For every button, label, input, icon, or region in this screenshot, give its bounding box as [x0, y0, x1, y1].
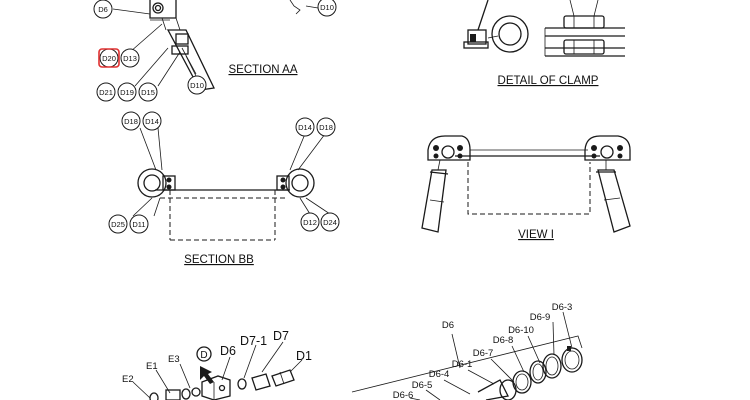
detail-of-clamp-title: DETAIL OF CLAMP — [498, 75, 599, 87]
section-bb-drawing — [132, 127, 331, 241]
detail-d-marker: D — [200, 350, 207, 361]
label-d6-left: D6 — [220, 344, 236, 358]
callout-d24: D24 — [320, 212, 340, 232]
svg-text:D10: D10 — [320, 3, 334, 12]
callout-d20-highlighted[interactable]: D20 — [98, 48, 120, 68]
section-bb-title: SECTION BB — [184, 254, 254, 266]
label-d1: D1 — [296, 349, 312, 363]
view-i-title: VIEW I — [518, 229, 554, 241]
callout-d10-bottom: D10 — [187, 75, 207, 95]
label-d6-1: D6-1 — [452, 359, 473, 370]
label-d6-10: D6-10 — [508, 325, 534, 336]
svg-text:D25: D25 — [111, 220, 125, 229]
svg-text:D19: D19 — [120, 88, 134, 97]
callout-d11: D11 — [129, 214, 149, 234]
clamp-detail-drawing — [463, 0, 625, 57]
view-i-drawing — [421, 135, 631, 233]
svg-text:D18: D18 — [124, 117, 138, 126]
svg-text:D12: D12 — [303, 218, 317, 227]
label-d6-4: D6-4 — [429, 369, 450, 380]
callout-d13: D13 — [120, 48, 140, 68]
svg-text:D14: D14 — [145, 117, 159, 126]
exploded-view-right — [351, 311, 583, 400]
callout-d21: D21 — [96, 82, 116, 102]
label-d6-right: D6 — [442, 320, 454, 331]
svg-text:D11: D11 — [132, 220, 145, 229]
label-e1: E1 — [146, 361, 158, 372]
svg-text:D10: D10 — [190, 81, 204, 90]
svg-text:D15: D15 — [141, 88, 155, 97]
callout-d14-bb-left: D14 — [142, 111, 162, 131]
callout-d25: D25 — [108, 214, 128, 234]
callout-d15: D15 — [138, 82, 158, 102]
label-e2: E2 — [122, 374, 134, 385]
label-d7: D7 — [273, 329, 289, 343]
callout-d6: D6 — [93, 0, 113, 19]
callout-d18-bb-right: D18 — [316, 117, 336, 137]
svg-text:D13: D13 — [123, 54, 137, 63]
svg-text:D14: D14 — [298, 123, 312, 132]
exploded-view-left: D — [132, 341, 303, 400]
label-d6-7: D6-7 — [473, 348, 494, 359]
callout-d19: D19 — [117, 82, 137, 102]
section-aa-drawing — [112, 0, 319, 91]
svg-text:D24: D24 — [323, 218, 337, 227]
callout-d12: D12 — [300, 212, 320, 232]
label-d6-9: D6-9 — [530, 312, 551, 323]
callout-d10-top: D10 — [317, 0, 337, 17]
label-d6-8: D6-8 — [493, 335, 514, 346]
label-d6-6: D6-6 — [393, 390, 414, 400]
callout-d14-bb-right: D14 — [295, 117, 315, 137]
label-d7-1: D7-1 — [240, 334, 267, 348]
svg-text:D6: D6 — [98, 5, 108, 14]
svg-text:D21: D21 — [99, 88, 113, 97]
label-e3: E3 — [168, 354, 180, 365]
svg-text:D18: D18 — [319, 123, 333, 132]
label-d6-5: D6-5 — [412, 380, 433, 391]
svg-text:D20: D20 — [102, 54, 116, 63]
callout-d18-bb-left: D18 — [121, 111, 141, 131]
section-aa-title: SECTION AA — [228, 64, 297, 76]
label-d6-3: D6-3 — [552, 302, 573, 313]
